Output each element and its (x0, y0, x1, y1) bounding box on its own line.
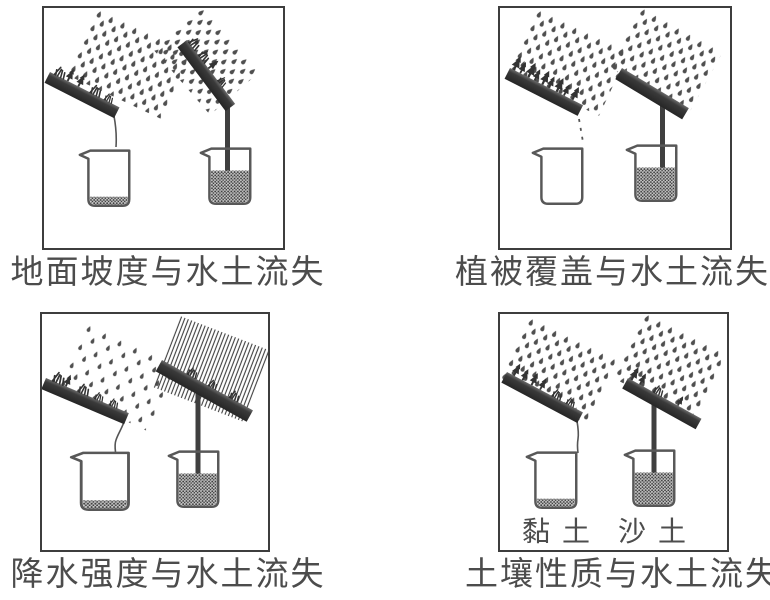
rainfall-experiment-illustration (42, 316, 268, 512)
runoff-trickle-icon (576, 420, 580, 454)
runoff-stream-icon (225, 107, 230, 174)
steep-slope-tray-icon (177, 36, 236, 112)
tray-heavy-rain-icon (155, 360, 253, 422)
panel-slope-experiment (42, 6, 285, 250)
runoff-stream-icon (651, 394, 657, 482)
beaker-low-runoff-icon (525, 451, 578, 509)
runoff-trickle-icon (113, 115, 118, 148)
beaker-low-runoff-icon (78, 149, 131, 207)
rain-field-icon (508, 10, 629, 116)
runoff-trickle-icon (114, 421, 125, 453)
slope-experiment-illustration (44, 8, 259, 207)
sand-tray-icon (622, 365, 702, 430)
beaker-low-runoff-icon (69, 451, 130, 512)
drip-icon (578, 118, 584, 143)
rain-field-icon (609, 8, 723, 113)
gentle-slope-tray-icon (44, 65, 120, 119)
clay-tray-icon (501, 361, 583, 423)
vegetation-experiment-illustration (504, 8, 723, 205)
beaker-empty-icon (531, 147, 584, 205)
beaker-high-runoff-icon (167, 450, 220, 508)
label-clay-soil: 黏土 (521, 517, 602, 548)
bare-tray-icon (615, 68, 689, 120)
runoff-stream-icon (660, 106, 665, 172)
caption-rainfall: 降水强度与水土流失 (10, 557, 326, 593)
rain-field-icon (500, 318, 617, 423)
caption-slope: 地面坡度与水土流失 (10, 255, 326, 291)
beaker-high-runoff-icon (623, 449, 676, 507)
rain-field-icon (613, 314, 727, 420)
runoff-stream-icon (195, 392, 201, 482)
label-sandy-soil: 沙土 (617, 517, 698, 548)
panel-rainfall-experiment (40, 312, 270, 552)
light-rain-field-icon (57, 324, 179, 432)
caption-vegetation: 植被覆盖与水土流失 (455, 255, 770, 291)
heavy-rain-field-icon (152, 316, 268, 422)
rain-field-icon (67, 10, 193, 120)
beaker-high-runoff-icon (625, 144, 678, 202)
panel-vegetation-experiment (498, 6, 732, 250)
forested-tray-icon (504, 54, 584, 116)
tray-light-rain-icon (42, 370, 129, 425)
panel-soil-type-experiment: 黏土 沙土 (498, 312, 729, 552)
caption-soil-type: 土壤性质与水土流失 (465, 557, 770, 593)
soil-type-experiment-illustration (500, 314, 727, 509)
